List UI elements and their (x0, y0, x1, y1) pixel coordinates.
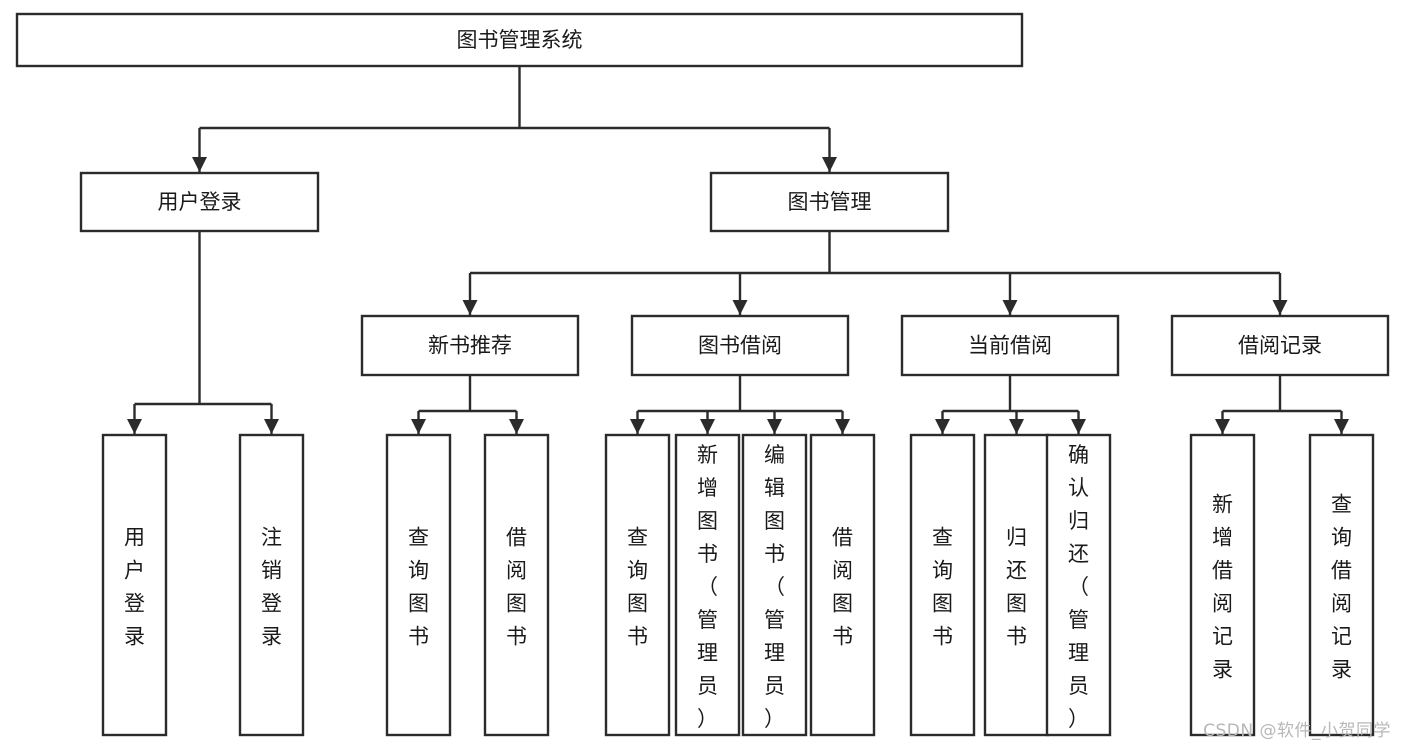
node-leaf-leaf-query-book-borrow-rect[interactable] (604, 433, 671, 737)
node-leaf-leaf-return-book-label: 归还图书 (1006, 526, 1027, 649)
conn-book-borrow-arrow-1 (700, 419, 715, 434)
node-leaf-leaf-query-book-borrow[interactable]: 查询图书 (604, 433, 671, 737)
node-leaf-leaf-edit-book-rect[interactable] (741, 433, 808, 737)
node-leaf-leaf-query-book-current[interactable]: 查询图书 (909, 433, 976, 737)
node-leaf-leaf-return-book-rect[interactable] (983, 433, 1050, 737)
node-leaf-leaf-query-book-current-label: 查询图书 (932, 526, 953, 649)
node-leaf-leaf-add-borrow-record-rect[interactable] (1189, 433, 1256, 737)
node-leaf-leaf-borrow-book[interactable]: 借阅图书 (809, 433, 876, 737)
node-root-rect[interactable] (15, 12, 1024, 68)
conn-book-management-arrow-2 (1002, 300, 1018, 315)
node-leaf-leaf-query-book-current-rect[interactable] (909, 433, 976, 737)
node-leaf-leaf-borrow-book-recommend-label: 借阅图书 (506, 526, 527, 649)
conn-root-arrow-1 (822, 157, 837, 172)
node-leaf-leaf-confirm-return-rect[interactable] (1045, 433, 1112, 737)
node-leaf-leaf-user-login-rect[interactable] (101, 433, 168, 737)
node-leaf-leaf-borrow-book-recommend[interactable]: 借阅图书 (483, 433, 550, 737)
conn-current-borrow-arrow-0 (935, 419, 950, 434)
node-leaf-leaf-borrow-book-recommend-rect[interactable] (483, 433, 550, 737)
node-level2-user-login[interactable]: 用户登录 (79, 171, 320, 233)
conn-borrow-records-arrow-0 (1215, 419, 1230, 434)
node-leaf-leaf-query-borrow-record-label: 查询借阅记录 (1331, 493, 1352, 682)
node-level3-new-book-recommend-label: 新书推荐 (428, 334, 512, 358)
node-level3-book-borrow[interactable]: 图书借阅 (630, 314, 850, 377)
conn-current-borrow-arrow-1 (1009, 419, 1024, 434)
node-leaf-leaf-edit-book-label: 编辑图书（管理员） (764, 443, 785, 731)
node-leaf-leaf-confirm-return-label: 确认归还（管理员） (1068, 443, 1089, 731)
node-leaf-leaf-logout-login[interactable]: 注销登录 (238, 433, 305, 737)
node-leaf-leaf-query-book-borrow-label: 查询图书 (627, 526, 648, 649)
node-leaf-leaf-query-book-recommend[interactable]: 查询图书 (385, 433, 452, 737)
conn-book-borrow-arrow-3 (835, 419, 850, 434)
node-level3-current-borrow-label: 当前借阅 (968, 334, 1052, 358)
conn-book-management-arrow-1 (732, 300, 748, 315)
node-level2-user-login-rect[interactable] (79, 171, 320, 233)
node-root[interactable]: 图书管理系统 (15, 12, 1024, 68)
node-level3-borrow-records[interactable]: 借阅记录 (1170, 314, 1390, 377)
node-leaf-leaf-logout-login-rect[interactable] (238, 433, 305, 737)
node-level3-borrow-records-rect[interactable] (1170, 314, 1390, 377)
conn-book-borrow-arrow-2 (767, 419, 782, 434)
conn-current-borrow-arrow-2 (1071, 419, 1086, 434)
node-leaf-leaf-logout-login-label: 注销登录 (261, 526, 282, 649)
conn-user-login-arrow-0 (127, 419, 142, 434)
node-leaf-leaf-user-login-label: 用户登录 (124, 526, 145, 649)
node-level3-new-book-recommend[interactable]: 新书推荐 (360, 314, 580, 377)
node-level2-user-login-label: 用户登录 (158, 190, 242, 214)
node-leaf-leaf-query-borrow-record[interactable]: 查询借阅记录 (1308, 433, 1375, 737)
node-leaf-leaf-borrow-book-rect[interactable] (809, 433, 876, 737)
node-leaf-leaf-return-book[interactable]: 归还图书 (983, 433, 1050, 737)
node-leaf-leaf-query-book-recommend-label: 查询图书 (408, 526, 429, 649)
node-leaf-leaf-edit-book[interactable]: 编辑图书（管理员） (741, 433, 808, 737)
conn-new-book-recommend-arrow-0 (411, 419, 426, 434)
node-level3-current-borrow[interactable]: 当前借阅 (900, 314, 1120, 377)
node-leaf-leaf-add-book[interactable]: 新增图书（管理员） (674, 433, 741, 737)
node-level3-current-borrow-rect[interactable] (900, 314, 1120, 377)
node-level2-book-management-label: 图书管理 (788, 190, 872, 214)
conn-root-arrow-0 (192, 157, 207, 172)
conn-book-management-arrow-3 (1272, 300, 1288, 315)
node-leaf-leaf-user-login[interactable]: 用户登录 (101, 433, 168, 737)
conn-user-login-arrow-1 (264, 419, 279, 434)
connectors-layer (127, 66, 1349, 434)
node-root-label: 图书管理系统 (457, 28, 583, 52)
node-level3-new-book-recommend-rect[interactable] (360, 314, 580, 377)
conn-borrow-records-arrow-1 (1334, 419, 1349, 434)
node-level2-book-management[interactable]: 图书管理 (709, 171, 950, 233)
node-leaf-leaf-borrow-book-label: 借阅图书 (832, 526, 853, 649)
conn-book-management-arrow-0 (462, 300, 478, 315)
node-leaf-leaf-query-borrow-record-rect[interactable] (1308, 433, 1375, 737)
conn-book-borrow-arrow-0 (630, 419, 645, 434)
csdn-watermark: CSDN @软件_小贺同学 (1203, 721, 1391, 741)
node-level2-book-management-rect[interactable] (709, 171, 950, 233)
node-leaf-leaf-add-book-rect[interactable] (674, 433, 741, 737)
node-leaf-leaf-confirm-return[interactable]: 确认归还（管理员） (1045, 433, 1112, 737)
node-leaf-leaf-add-borrow-record-label: 新增借阅记录 (1212, 493, 1233, 682)
node-leaf-leaf-query-book-recommend-rect[interactable] (385, 433, 452, 737)
nodes-layer: 图书管理系统用户登录图书管理新书推荐图书借阅当前借阅借阅记录用户登录注销登录查询… (15, 12, 1390, 737)
node-level3-borrow-records-label: 借阅记录 (1238, 334, 1322, 358)
node-leaf-leaf-add-borrow-record[interactable]: 新增借阅记录 (1189, 433, 1256, 737)
node-level3-book-borrow-label: 图书借阅 (698, 334, 782, 358)
node-leaf-leaf-add-book-label: 新增图书（管理员） (697, 443, 718, 731)
node-level3-book-borrow-rect[interactable] (630, 314, 850, 377)
conn-new-book-recommend-arrow-1 (509, 419, 524, 434)
